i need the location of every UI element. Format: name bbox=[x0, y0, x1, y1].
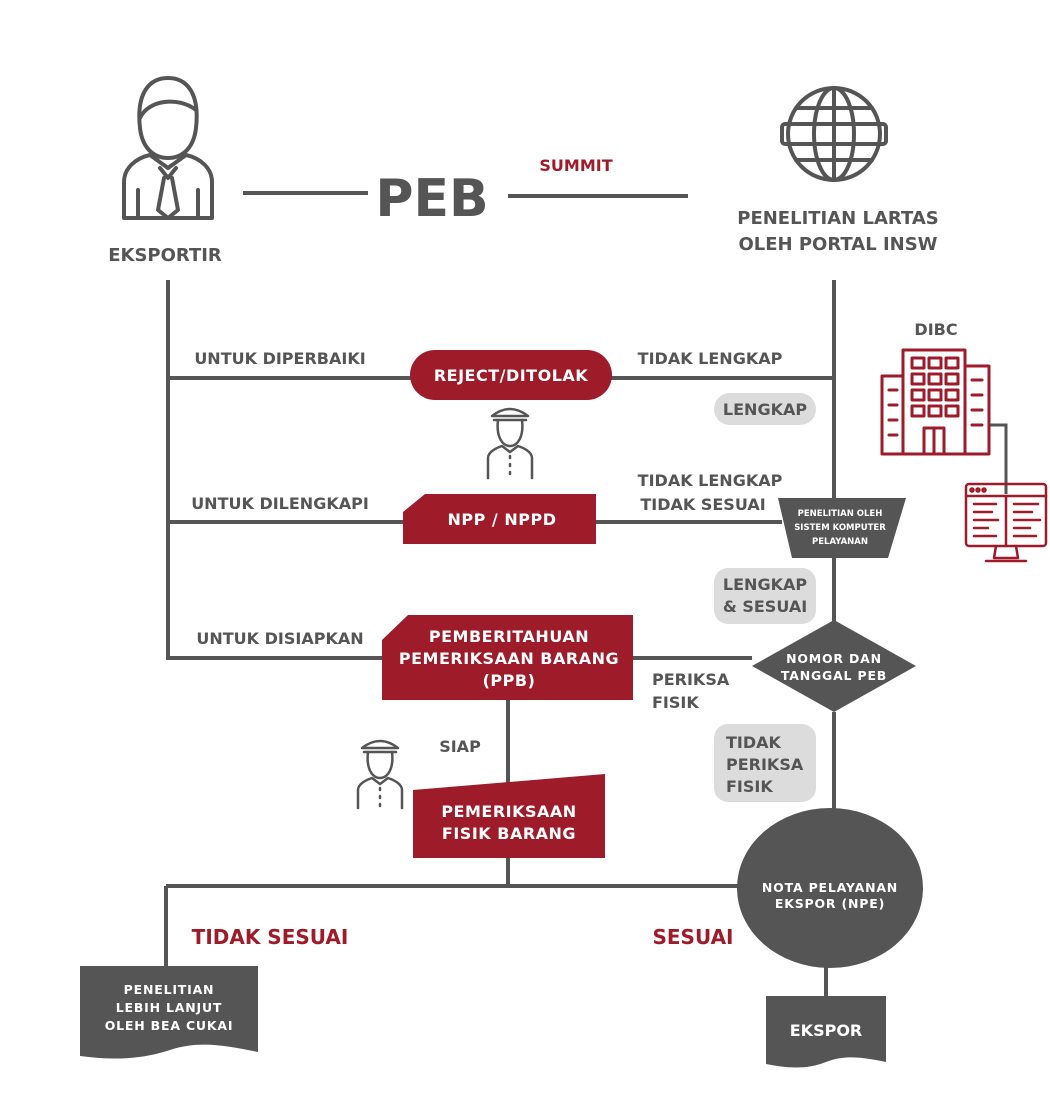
officer-icon-bottom bbox=[356, 739, 404, 810]
penelitian-sistem-line1: PENELITIAN OLEH bbox=[798, 509, 883, 519]
nomor-tanggal-diamond bbox=[752, 620, 916, 712]
tidak-periksa-fisik-line2: PERIKSA bbox=[726, 755, 804, 774]
insw-label-line2: OLEH PORTAL INSW bbox=[738, 234, 937, 255]
reject-box bbox=[410, 350, 612, 400]
nomor-tanggal-line1: NOMOR DAN bbox=[786, 651, 882, 666]
npp-label: NPP / NPPD bbox=[448, 510, 557, 529]
pemeriksaan-fisik-line1: PEMERIKSAAN bbox=[441, 802, 576, 821]
sesuai-label: SESUAI bbox=[652, 925, 733, 949]
penelitian-lanjut-line1: PENELITIAN bbox=[124, 982, 215, 997]
npe-line1: NOTA PELAYANAN bbox=[762, 880, 898, 895]
connector-lines bbox=[164, 191, 1008, 996]
lengkap-label: LENGKAP bbox=[723, 400, 807, 419]
summit-label: SUMMIT bbox=[539, 156, 612, 175]
ekspor-label: EKSPOR bbox=[790, 1021, 863, 1040]
line-dibc-computer bbox=[990, 423, 1008, 494]
tidak-sesuai-label-2: TIDAK SESUAI bbox=[192, 925, 349, 949]
pemeriksaan-fisik-box bbox=[413, 774, 605, 858]
dibc-building-icon bbox=[880, 348, 991, 456]
tidak-lengkap-label-2: TIDAK LENGKAP bbox=[638, 471, 783, 490]
npe-circle bbox=[737, 808, 923, 968]
reject-label: REJECT/DITOLAK bbox=[434, 366, 588, 385]
nomor-tanggal-line2: TANGGAL PEB bbox=[781, 668, 887, 683]
lengkap-pill bbox=[714, 393, 816, 425]
peb-label: PEB bbox=[375, 169, 488, 229]
untuk-diperbaiki-label: UNTUK DIPERBAIKI bbox=[194, 349, 365, 368]
penelitian-lanjut-line2: LEBIH LANJUT bbox=[116, 1000, 223, 1015]
ppb-line3: (PPB) bbox=[483, 671, 536, 690]
ekspor-box bbox=[766, 996, 886, 1068]
globe-icon bbox=[780, 86, 888, 182]
periksa-fisik-line1: PERIKSA bbox=[652, 670, 730, 689]
eksportir-label: EKSPORTIR bbox=[108, 245, 222, 266]
insw-label-line1: PENELITIAN LARTAS bbox=[737, 208, 938, 229]
ppb-line2: PEMERIKSAAN BARANG bbox=[399, 649, 619, 668]
penelitian-lanjut-box bbox=[80, 966, 258, 1059]
npe-line2: EKSPOR (NPE) bbox=[775, 896, 885, 911]
pemeriksaan-fisik-line2: FISIK BARANG bbox=[442, 824, 576, 843]
ppb-box bbox=[382, 615, 633, 700]
tidak-periksa-fisik-line3: FISIK bbox=[726, 777, 773, 796]
penelitian-sistem-line2: SISTEM KOMPUTER bbox=[794, 523, 886, 533]
tidak-sesuai-label-1: TIDAK SESUAI bbox=[640, 495, 765, 514]
tidak-periksa-fisik-line1: TIDAK bbox=[726, 733, 782, 752]
npp-box bbox=[403, 494, 596, 544]
officer-icon-top bbox=[486, 407, 534, 480]
penelitian-sistem-box bbox=[778, 498, 906, 558]
siap-label: SIAP bbox=[439, 737, 481, 756]
tidak-lengkap-label-1: TIDAK LENGKAP bbox=[638, 349, 783, 368]
lengkap-sesuai-pill bbox=[714, 568, 816, 624]
periksa-fisik-line2: FISIK bbox=[652, 693, 699, 712]
computer-monitor-icon bbox=[964, 482, 1048, 563]
ppb-line1: PEMBERITAHUAN bbox=[429, 627, 589, 646]
penelitian-lanjut-line3: OLEH BEA CUKAI bbox=[105, 1018, 234, 1033]
dibc-label: DIBC bbox=[914, 320, 957, 339]
untuk-dilengkapi-label: UNTUK DILENGKAPI bbox=[191, 494, 369, 513]
tidak-periksa-fisik-pill bbox=[714, 724, 816, 802]
lengkap-sesuai-line1: LENGKAP bbox=[723, 575, 807, 594]
lengkap-sesuai-line2: & SESUAI bbox=[723, 597, 807, 616]
penelitian-sistem-line3: PELAYANAN bbox=[812, 537, 868, 547]
untuk-disiapkan-label: UNTUK DISIAPKAN bbox=[196, 629, 363, 648]
eksportir-person-icon bbox=[122, 76, 214, 220]
